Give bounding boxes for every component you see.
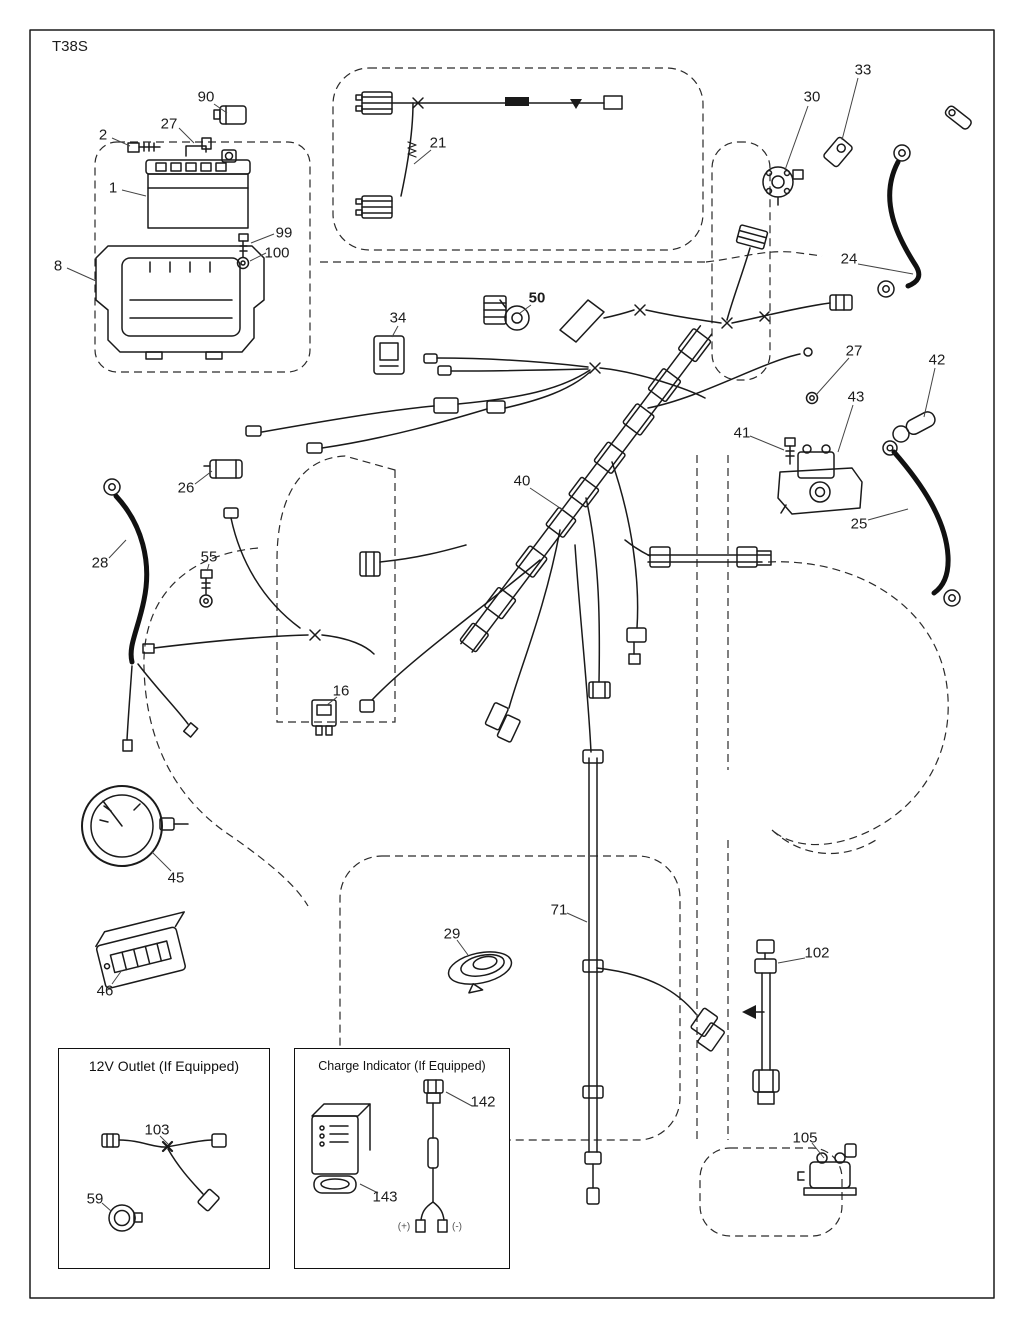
- main-harness-40-illustration: [459, 325, 713, 653]
- callout-42: 42: [928, 351, 946, 369]
- callout-45: 45: [167, 869, 185, 887]
- callout-2: 2: [98, 126, 108, 144]
- battery-tray-illustration: [95, 245, 265, 360]
- callout-26: 26: [177, 479, 195, 497]
- callout-24: 24: [840, 250, 858, 268]
- callout-142: 142: [470, 1093, 496, 1111]
- nut-27-illustration: [805, 391, 819, 405]
- mid-wires: [223, 353, 706, 629]
- leader-lines: [66, 77, 936, 1159]
- callout-46: 46: [96, 982, 114, 1000]
- battery-illustration: [145, 149, 251, 229]
- callout-16: 16: [332, 682, 350, 700]
- inset-charge-indicator-title: Charge Indicator (If Equipped): [318, 1059, 486, 1073]
- callout-103: 103: [144, 1121, 170, 1139]
- callout-99: 99: [275, 224, 293, 242]
- callout-100: 100: [264, 244, 290, 262]
- inset-charge-indicator-box: Charge Indicator (If Equipped): [294, 1048, 510, 1269]
- hourmeter-46-illustration: [95, 911, 186, 989]
- callout-50: 50: [528, 289, 546, 307]
- inset-12v-outlet-title: 12V Outlet (If Equipped): [88, 1058, 240, 1074]
- boot-42-illustration: [892, 411, 936, 443]
- callout-55: 55: [200, 548, 218, 566]
- harness-71-illustration: [582, 749, 725, 1205]
- splice-markers: [309, 97, 770, 641]
- inset-charge-indicator-art: [311, 1079, 448, 1233]
- polarity-negative-label: (-): [452, 1221, 462, 1233]
- inset-12v-outlet-art: [101, 1133, 227, 1232]
- relay-26-illustration: [203, 459, 243, 479]
- callout-29: 29: [443, 925, 461, 943]
- chassis-dashed-outlines: [94, 67, 949, 1237]
- callout-27-right: 27: [845, 342, 863, 360]
- battery-bolt-2-illustration: [127, 137, 212, 157]
- callout-25: 25: [850, 515, 868, 533]
- callout-34: 34: [389, 309, 407, 327]
- callout-41: 41: [733, 424, 751, 442]
- callout-105: 105: [792, 1129, 818, 1147]
- ground-cable-28-illustration: [103, 478, 199, 752]
- model-code: T38S: [52, 38, 88, 55]
- callout-33: 33: [854, 61, 872, 79]
- upper-harness-branch: [726, 224, 853, 324]
- callout-143: 143: [372, 1188, 398, 1206]
- callout-8: 8: [53, 257, 63, 275]
- callout-40: 40: [513, 472, 531, 490]
- ignition-switch-34-illustration: [373, 335, 405, 375]
- inset-leader-lines: [101, 1091, 473, 1212]
- gauge-45-illustration: [81, 785, 189, 867]
- callout-27-top: 27: [160, 115, 178, 133]
- callout-102: 102: [804, 944, 830, 962]
- horn-29-illustration: [447, 951, 513, 994]
- battery-cable-25-illustration: [882, 440, 961, 607]
- switch-30-illustration: [762, 166, 804, 206]
- fuse-102-illustration: [742, 939, 780, 1105]
- callout-21: 21: [429, 134, 447, 152]
- plate-illustration: [559, 299, 722, 343]
- harness-branches: [359, 347, 813, 753]
- page-border: [29, 29, 995, 1299]
- switch-16-illustration: [311, 699, 337, 736]
- polarity-positive-label: (+): [397, 1221, 411, 1233]
- interlock-switch-50-illustration: [483, 295, 530, 331]
- bolt-41-illustration: [784, 437, 796, 465]
- left-wire-run: [142, 634, 375, 655]
- ground-cable-24-illustration: [877, 144, 922, 298]
- callout-71: 71: [550, 901, 568, 919]
- callout-43: 43: [847, 388, 865, 406]
- terminal-33-illustration: [823, 105, 972, 168]
- harness-21-illustration: [355, 91, 623, 219]
- starter-solenoid-43-illustration: [777, 444, 863, 515]
- inset-12v-outlet-box: 12V Outlet (If Equipped): [58, 1048, 270, 1269]
- bolt-55-illustration: [199, 569, 213, 608]
- callout-1: 1: [108, 179, 118, 197]
- callout-59: 59: [86, 1190, 104, 1208]
- callout-90: 90: [197, 88, 215, 106]
- fuse-holder-90-illustration: [213, 105, 247, 125]
- solenoid-105-illustration: [797, 1143, 857, 1196]
- callout-30: 30: [803, 88, 821, 106]
- callout-28: 28: [91, 554, 109, 572]
